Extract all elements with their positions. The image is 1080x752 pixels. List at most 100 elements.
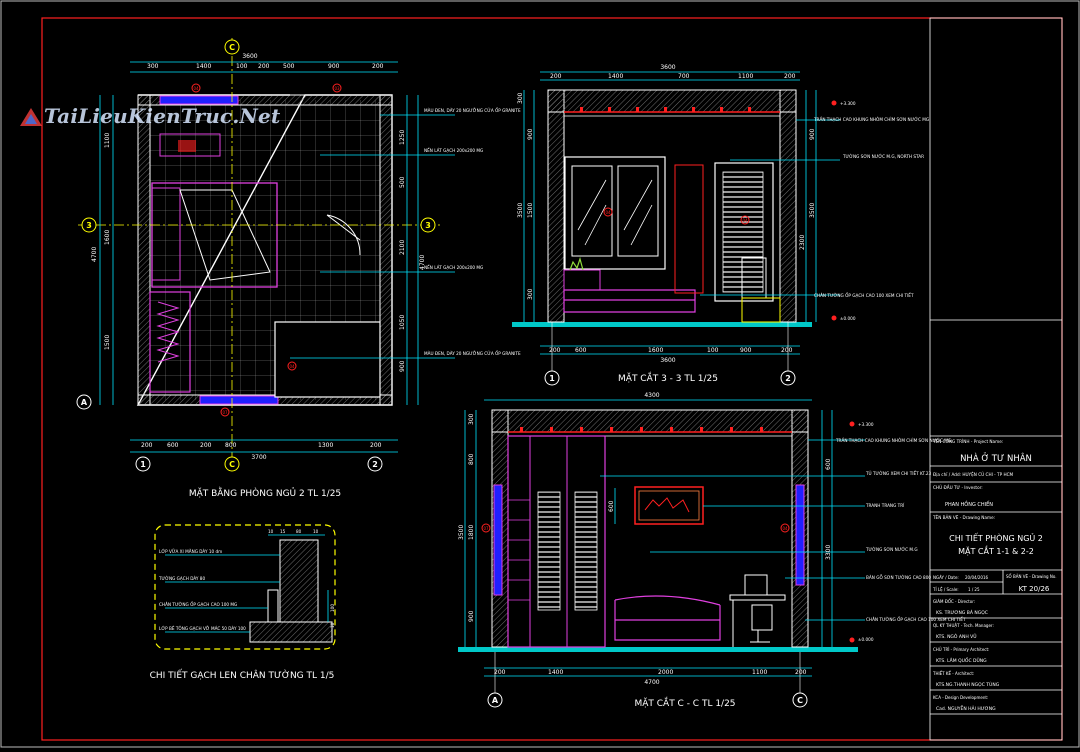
grid-bubble-c-top bbox=[224, 39, 240, 55]
plan-wall-left bbox=[137, 94, 151, 406]
tb-director-label: GIÁM ĐỐC - Director: bbox=[933, 599, 975, 604]
tb-date-label: NGÀY / Date: bbox=[933, 575, 959, 580]
s33-note: TƯỜNG SƠN NƯỚC M.G, NORTH STAR bbox=[842, 154, 924, 159]
scc-dim-600: 600 bbox=[608, 500, 615, 512]
plan-tag: 07 bbox=[222, 410, 228, 415]
s33-door bbox=[714, 162, 774, 302]
plan-top-dim: 500 bbox=[283, 63, 295, 70]
tb-sheet-label: SỐ BẢN VẼ - Drawing No. bbox=[1006, 574, 1057, 579]
plan-top-dim: 900 bbox=[328, 63, 340, 70]
detail-dim: 15 bbox=[280, 529, 286, 534]
s33-window bbox=[564, 156, 666, 270]
scc-curtain-left bbox=[493, 484, 503, 596]
grid-bubble-1 bbox=[135, 456, 151, 472]
scc-note: TRẦN THẠCH CAO KHUNG NHÔM CHÌM SƠN NƯỚC … bbox=[835, 438, 951, 443]
s33-top-dim: 1100 bbox=[738, 73, 753, 80]
detail-note: TƯỜNG GẠCH DÀY 80 bbox=[158, 576, 205, 581]
plan-right-dim: 900 bbox=[399, 360, 406, 372]
detail-title: CHI TIẾT GẠCH LEN CHÂN TƯỜNG TL 1/5 bbox=[150, 669, 335, 681]
s33-left-dim: 1500 bbox=[527, 203, 534, 218]
grid-bubble-2 bbox=[367, 456, 383, 472]
s33-bottom-dim: 900 bbox=[740, 347, 752, 354]
scc-note: TƯỜNG SƠN NƯỚC M.G bbox=[865, 547, 918, 552]
scc-left-dim: 3500 bbox=[458, 525, 465, 540]
s33-left-dim: 3500 bbox=[517, 203, 524, 218]
s33-ceiling-slab bbox=[547, 89, 797, 113]
floor-plan bbox=[78, 38, 455, 470]
scc-note: TỦ TƯỜNG XEM CHI TIẾT KT.23 bbox=[865, 470, 932, 476]
grid-bubble-3-left bbox=[81, 217, 97, 233]
s33-top-dim: 1400 bbox=[608, 73, 623, 80]
scc-painting bbox=[634, 486, 704, 525]
tb-designer: KTS.NG.THANH NGỌC TÙNG bbox=[936, 681, 1000, 688]
detail-note: LỚP BÊ TÔNG GẠCH VỠ MÁC 50 DÀY 100 bbox=[159, 626, 246, 631]
plan-top-dim: 100 bbox=[236, 63, 248, 70]
tb-director: KS. TRƯƠNG BÁ NGỌC bbox=[936, 609, 988, 616]
s33-right-dim: 900 bbox=[809, 128, 816, 140]
grid-label-3-right: 3 bbox=[425, 221, 431, 230]
scc-left-dim: 900 bbox=[468, 610, 475, 622]
plan-top-total: 3600 bbox=[242, 53, 257, 60]
skirting-detail bbox=[154, 524, 336, 650]
plan-top-dim: 200 bbox=[372, 63, 384, 70]
s33-level-top: +3.300 bbox=[840, 101, 856, 106]
scc-tag: 04 bbox=[782, 526, 788, 531]
scc-note: BÀN GỖ SƠN TƯỜNG CAO 800 bbox=[866, 575, 931, 580]
s33-top-dim: 200 bbox=[550, 73, 562, 80]
scc-bottom-dim: 2000 bbox=[658, 669, 673, 676]
plan-wall-top bbox=[137, 94, 393, 106]
scc-left-dim: 800 bbox=[468, 453, 475, 465]
title-block bbox=[929, 17, 1063, 741]
plan-left-dim: 1600 bbox=[104, 230, 111, 245]
plan-right-dim: 1250 bbox=[399, 130, 406, 145]
plan-note-line: MÀU ĐEN, DÀY 20 NGƯỠNG CỬA ỐP GRANITE bbox=[424, 108, 521, 113]
s33-bottom-dim: 200 bbox=[781, 347, 793, 354]
s33-bed bbox=[563, 289, 696, 313]
plan-top-dim: 1400 bbox=[196, 63, 211, 70]
tb-date: 20/04/2016 bbox=[965, 575, 989, 580]
tb-dev-label: KCA - Design Development: bbox=[933, 695, 988, 700]
scc-bottom-dim: 200 bbox=[494, 669, 506, 676]
s33-note: TRẦN THẠCH CAO KHUNG NHÔM CHÌM SƠN NƯỚC … bbox=[813, 117, 929, 122]
plan-tag: 04 bbox=[193, 86, 199, 91]
tb-project-name: NHÀ Ở TƯ NHÂN bbox=[960, 452, 1032, 464]
detail-frame bbox=[154, 524, 336, 650]
grid-label-a: A bbox=[81, 398, 88, 407]
s33-level-floor: ±0.000 bbox=[840, 316, 856, 321]
detail-dim: 80 bbox=[296, 529, 302, 534]
plan-note: NỀN LÁT GẠCH 200x200 MG bbox=[424, 148, 483, 153]
s33-grid-label: 2 bbox=[785, 374, 791, 383]
tb-project-label: TÊN CÔNG TRÌNH - Project Name: bbox=[932, 439, 1003, 444]
tb-manager: KTS. NGÔ ANH VŨ bbox=[936, 633, 977, 640]
scc-grid-label: C bbox=[797, 696, 803, 705]
scc-curtain-right bbox=[795, 484, 805, 586]
tb-scale: 1 / 25 bbox=[968, 587, 980, 592]
plan-right-total: 4700 bbox=[419, 255, 426, 270]
detail-side-dim: 10 bbox=[330, 622, 335, 628]
plan-note: NỀN LÁT GẠCH 200x200 MG bbox=[424, 265, 483, 270]
tb-dev: Cad. NGUYỄN HẢI HƯƠNG bbox=[936, 704, 996, 712]
plan-window-bottom bbox=[199, 395, 279, 405]
plan-bath-block bbox=[274, 321, 381, 398]
scc-bottom-total: 4700 bbox=[644, 679, 659, 686]
tb-drawing-name-1: CHI TIẾT PHÒNG NGỦ 2 bbox=[949, 532, 1043, 543]
grid-bubble-3-right bbox=[420, 217, 436, 233]
grid-label-c-top: C bbox=[229, 43, 235, 52]
plan-tag: 04 bbox=[289, 364, 295, 369]
tb-scale-label: TỈ LỆ / Scale: bbox=[932, 587, 959, 592]
plan-top-dim: 200 bbox=[258, 63, 270, 70]
s33-tag: 04 bbox=[742, 218, 748, 223]
plan-bottom-dim: 600 bbox=[167, 442, 179, 449]
grid-label-1: 1 bbox=[140, 460, 146, 469]
plan-bottom-dim: 200 bbox=[370, 442, 382, 449]
scc-top-total: 4300 bbox=[644, 392, 659, 399]
grid-label-2: 2 bbox=[372, 460, 378, 469]
scc-chair bbox=[751, 604, 773, 631]
scc-monitor bbox=[744, 574, 768, 596]
plan-right-dim: 500 bbox=[399, 176, 406, 188]
plan-left-total: 4700 bbox=[91, 247, 98, 262]
tb-drawing-name-2: MẶT CẮT 1-1 & 2-2 bbox=[958, 544, 1034, 557]
